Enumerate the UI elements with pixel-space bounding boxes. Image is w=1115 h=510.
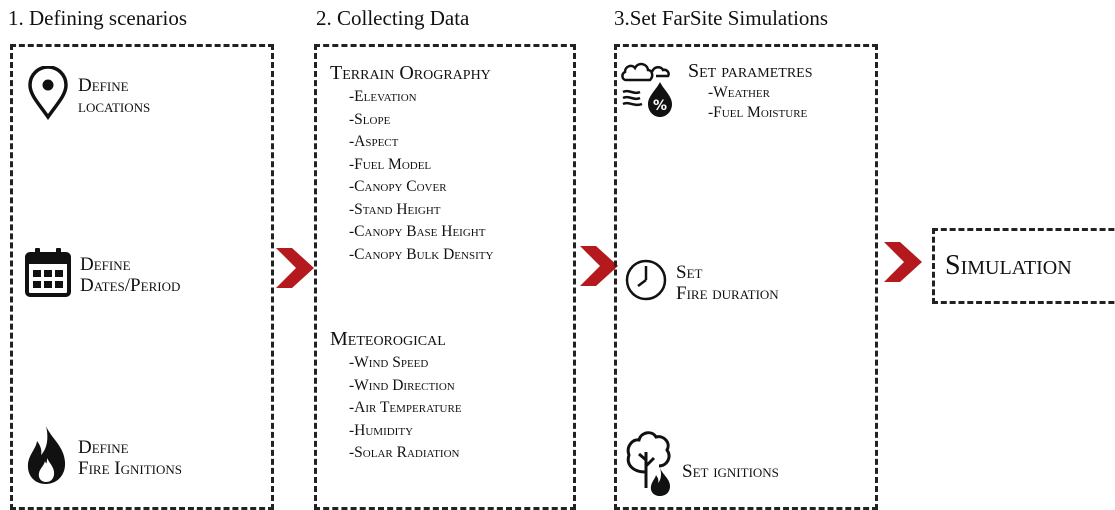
- parameters-list: -Weather -Fuel Moisture: [708, 83, 813, 123]
- svg-text:%: %: [653, 98, 667, 114]
- location-pin-icon: [26, 65, 70, 125]
- fire-icon: [24, 424, 70, 491]
- set-fire-duration-item: Set Fire duration: [624, 258, 779, 307]
- set-fire-duration-line2: Fire duration: [676, 282, 779, 304]
- simulation-box: Simulation: [932, 228, 1115, 304]
- parameter-item: -Fuel Moisture: [708, 104, 808, 121]
- define-ignitions-line2: Fire Ignitions: [78, 457, 182, 479]
- set-parameters-heading: Set parametres: [688, 60, 813, 82]
- calendar-icon: [24, 246, 72, 303]
- define-dates-item: Define Dates/Period: [24, 246, 180, 303]
- terrain-list: -Elevation -Slope -Aspect -Fuel Model -C…: [349, 86, 493, 266]
- arrow-right-icon: [884, 242, 922, 282]
- define-dates-line2: Dates/Period: [80, 274, 181, 296]
- parameter-item: -Weather: [708, 84, 770, 101]
- define-ignitions-line1: Define: [78, 436, 129, 458]
- set-ignitions-item: Set ignitions: [624, 428, 779, 503]
- set-parameters-item: % Set parametres -Weather -Fuel Moisture: [620, 58, 813, 125]
- meteo-item: -Humidity: [349, 421, 414, 439]
- stage3-title: 3.Set FarSite Simulations: [614, 6, 829, 30]
- tree-fire-icon: [624, 428, 674, 503]
- stage1-title: 1. Defining scenarios: [8, 6, 188, 30]
- clock-icon: [624, 258, 668, 307]
- stage2-title: 2. Collecting Data: [316, 6, 470, 30]
- stage3-box: [614, 44, 878, 510]
- meteo-item: -Solar Radiation: [349, 444, 460, 461]
- meteo-list: -Wind Speed -Wind Direction -Air Tempera…: [349, 352, 462, 465]
- set-ignitions-label: Set ignitions: [682, 461, 779, 482]
- stage2-box: [314, 44, 576, 510]
- terrain-item: -Elevation: [349, 88, 417, 105]
- terrain-item: -Aspect: [349, 133, 399, 150]
- meteo-item: -Air Temperature: [349, 399, 462, 416]
- arrow-right-icon: [276, 248, 314, 288]
- arrow-right-icon: [580, 246, 618, 286]
- weather-humidity-icon: %: [620, 58, 680, 125]
- terrain-item: -Fuel Model: [349, 155, 432, 173]
- meteo-item: -Wind Speed: [349, 354, 429, 371]
- define-locations-item: Define locations: [26, 65, 151, 125]
- terrain-heading: Terrain Orography: [330, 62, 491, 84]
- terrain-item: -Canopy Cover: [349, 178, 447, 195]
- terrain-item: -Slope: [349, 110, 391, 128]
- define-ignitions-item: Define Fire Ignitions: [24, 424, 182, 491]
- terrain-item: -Stand Height: [349, 200, 441, 218]
- terrain-item: -Canopy Bulk Density: [349, 245, 494, 263]
- define-dates-line1: Define: [80, 253, 131, 275]
- terrain-item: -Canopy Base Height: [349, 223, 486, 240]
- meteo-heading: Meteorogical: [330, 328, 446, 350]
- define-locations-line2: locations: [78, 95, 151, 117]
- set-fire-duration-line1: Set: [676, 261, 703, 283]
- meteo-item: -Wind Direction: [349, 376, 455, 394]
- define-locations-line1: Define: [78, 74, 129, 96]
- stage1-box: [10, 44, 274, 510]
